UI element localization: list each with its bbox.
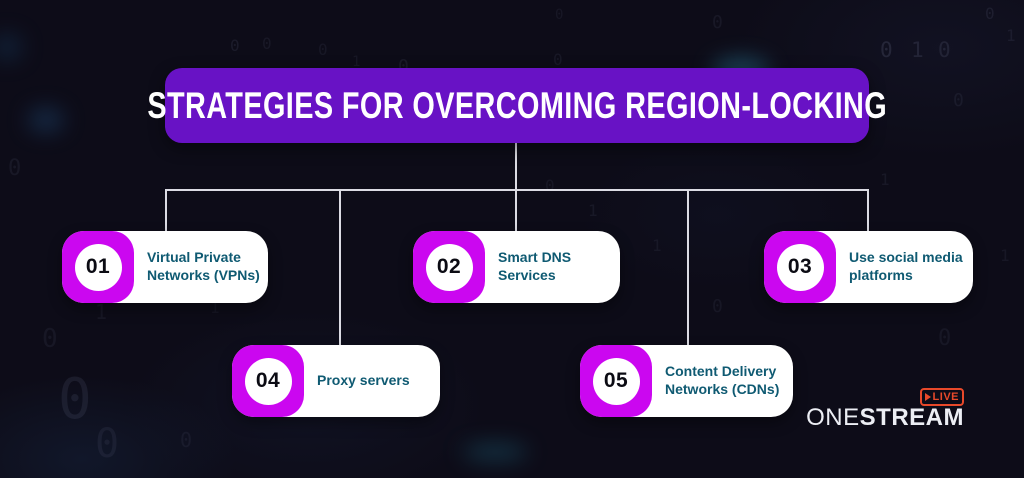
number-badge-05: 05 [580, 345, 652, 417]
strategy-card-04: 04 Proxy servers [232, 345, 440, 417]
binary-digit: 0 [95, 421, 120, 467]
binary-digit: 0 [553, 50, 563, 69]
connector-drop-04 [339, 189, 341, 347]
step-number: 02 [436, 255, 462, 278]
strategy-card-01: 01 Virtual Private Networks (VPNs) [62, 231, 268, 303]
connector-drop-02 [515, 189, 517, 233]
binary-digit: 1 [352, 54, 361, 70]
wordmark-one: ONE [806, 404, 860, 431]
binary-digit: 0 [880, 38, 893, 62]
strategy-label: Proxy servers [317, 372, 410, 389]
binary-digit: 0 [8, 156, 22, 181]
number-circle: 03 [776, 243, 824, 291]
strategy-card-03: 03 Use social media platforms [764, 231, 973, 303]
binary-digit: 0 [953, 90, 964, 111]
number-badge-01: 01 [62, 231, 134, 303]
binary-digit: 0 [712, 12, 723, 33]
play-icon [924, 393, 931, 401]
strategy-label: Use social media platforms [849, 249, 963, 283]
connector-horizontal [165, 189, 869, 191]
connector-drop-05 [687, 189, 689, 347]
binary-digit: 0 [42, 324, 58, 354]
binary-digit: 0 [545, 176, 555, 195]
number-circle: 04 [244, 357, 292, 405]
binary-digit: 0 [555, 7, 564, 23]
binary-digit: 1 [1000, 246, 1010, 265]
binary-digit: 1 [588, 201, 598, 220]
binary-digit: 1 [95, 300, 108, 324]
strategy-label: Content Delivery Networks (CDNs) [665, 363, 780, 397]
binary-digit: 0 [180, 428, 193, 452]
number-circle: 02 [425, 243, 473, 291]
binary-digit: 0 [318, 40, 328, 59]
binary-digit: 0 [262, 34, 272, 53]
binary-digit: 1 [880, 170, 890, 189]
binary-digit: 0 [230, 36, 240, 55]
live-badge: LIVE [919, 388, 964, 406]
strategy-card-02: 02 Smart DNS Services [413, 231, 620, 303]
number-circle: 05 [592, 357, 640, 405]
wordmark-stream: STREAM [859, 404, 964, 431]
number-badge-04: 04 [232, 345, 304, 417]
binary-digit: 1 [1006, 26, 1016, 45]
binary-digit: 0 [938, 326, 952, 351]
number-badge-02: 02 [413, 231, 485, 303]
binary-digit: 1 [911, 38, 924, 62]
glow-dot [0, 34, 22, 60]
wordmark: ONESTREAM [806, 404, 964, 431]
binary-digit: 0 [58, 367, 92, 432]
binary-digit: 0 [712, 296, 723, 317]
onestream-live-logo: LIVE ONESTREAM [806, 388, 964, 431]
binary-digit: 0 [985, 4, 995, 23]
connector-stem [515, 143, 517, 190]
binary-digit: 0 [938, 38, 951, 62]
strategy-card-05: 05 Content Delivery Networks (CDNs) [580, 345, 793, 417]
number-badge-03: 03 [764, 231, 836, 303]
number-circle: 01 [74, 243, 122, 291]
strategy-label: Smart DNS Services [498, 249, 572, 283]
glow-dot [28, 108, 64, 132]
step-number: 05 [603, 369, 629, 392]
step-number: 03 [787, 255, 813, 278]
glow-dot [462, 444, 528, 460]
live-label: LIVE [932, 390, 959, 403]
page-title: STRATEGIES FOR OVERCOMING REGION-LOCKING [147, 84, 887, 126]
connector-drop-03 [867, 189, 869, 233]
connector-drop-01 [165, 189, 167, 233]
title-banner: STRATEGIES FOR OVERCOMING REGION-LOCKING [147, 68, 887, 143]
step-number: 01 [85, 255, 111, 278]
strategy-label: Virtual Private Networks (VPNs) [147, 249, 260, 283]
step-number: 04 [255, 369, 281, 392]
binary-digit: 1 [652, 236, 662, 255]
